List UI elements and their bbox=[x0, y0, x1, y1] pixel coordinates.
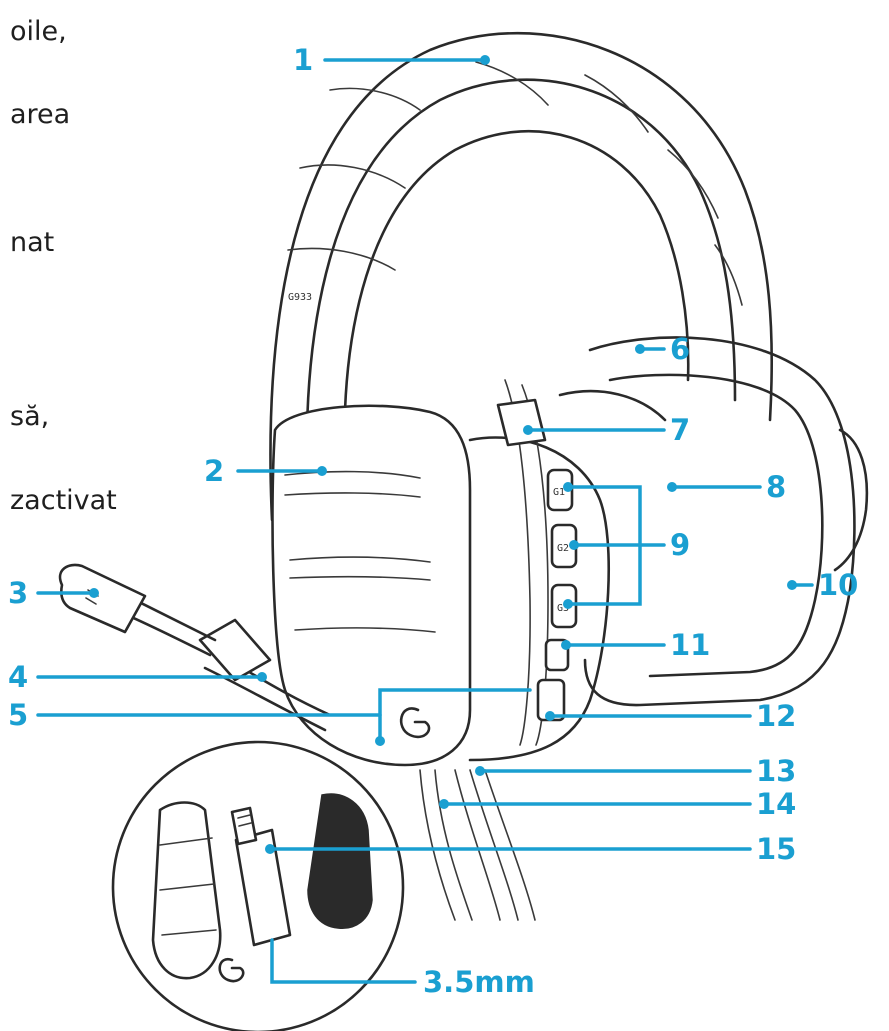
leader-lines bbox=[36, 55, 814, 984]
side-text-5: zactivat bbox=[10, 485, 117, 516]
callout-4: 4 bbox=[8, 660, 28, 694]
side-text-2: area bbox=[10, 99, 71, 130]
g3-label: G3 bbox=[557, 603, 569, 614]
callout-5: 5 bbox=[8, 698, 28, 732]
left-earcup bbox=[271, 379, 611, 767]
callout-12: 12 bbox=[756, 699, 796, 733]
side-text-3: nat bbox=[10, 227, 55, 258]
callout-11: 11 bbox=[670, 628, 710, 662]
zoom-inset bbox=[111, 740, 405, 1031]
callout-13: 13 bbox=[756, 754, 796, 788]
side-text-4: să, bbox=[10, 401, 50, 432]
callout-9: 9 bbox=[670, 528, 690, 562]
model-text: G933 bbox=[288, 292, 312, 303]
right-earcup bbox=[558, 336, 869, 707]
callout-14: 14 bbox=[756, 787, 796, 821]
headband: G933 bbox=[269, 31, 774, 522]
callout-10: 10 bbox=[818, 568, 858, 602]
callout-1: 1 bbox=[293, 43, 313, 77]
callout-3: 3 bbox=[8, 576, 28, 610]
connector-label: 3.5mm bbox=[423, 965, 535, 999]
microphone-boom bbox=[58, 563, 332, 732]
control-buttons: G1 G2 G3 bbox=[496, 398, 578, 722]
g2-label: G2 bbox=[557, 543, 569, 554]
callout-6: 6 bbox=[670, 332, 690, 366]
cables bbox=[419, 769, 536, 921]
callout-2: 2 bbox=[204, 454, 224, 488]
callout-7: 7 bbox=[670, 413, 690, 447]
callout-8: 8 bbox=[766, 470, 786, 504]
callout-15: 15 bbox=[756, 832, 796, 866]
callout-numbers: 1 2 3 4 5 6 7 8 9 10 11 12 13 14 15 3.5m… bbox=[8, 43, 858, 999]
side-text-1: oile, bbox=[10, 16, 67, 47]
g1-label: G1 bbox=[553, 487, 565, 498]
